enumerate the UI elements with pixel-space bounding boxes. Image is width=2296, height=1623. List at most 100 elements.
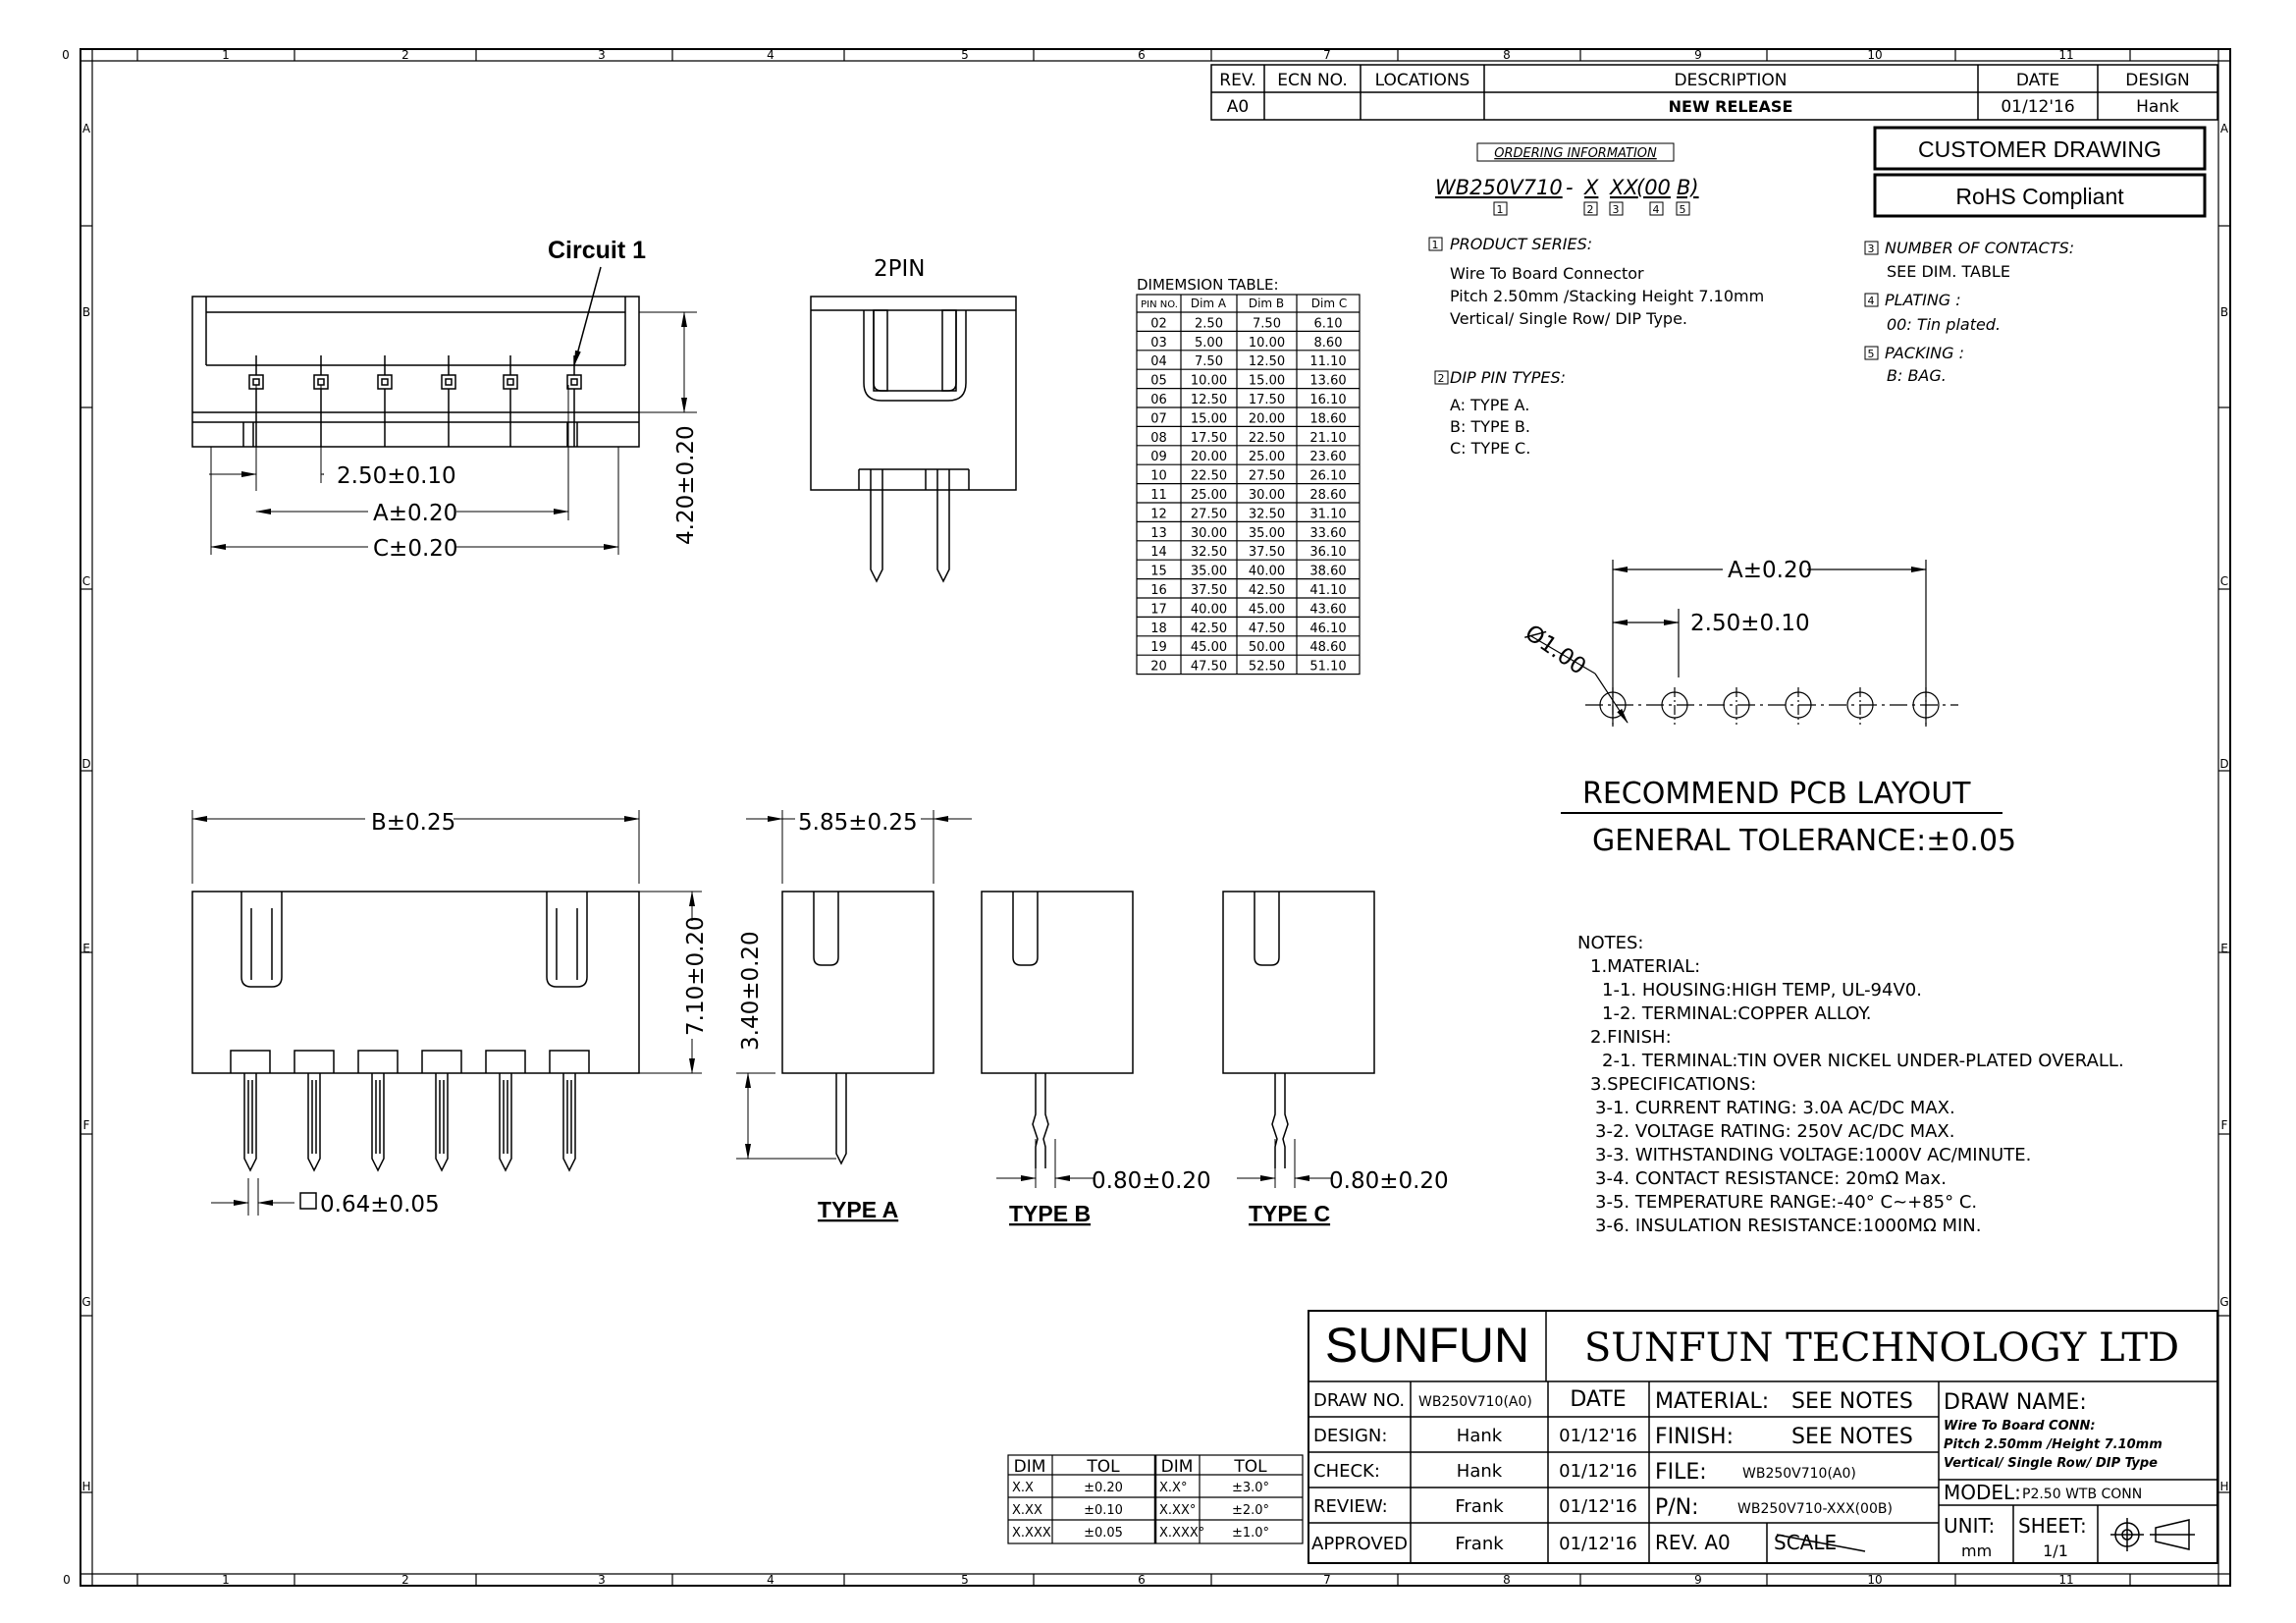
dimension-table-title: DIMEMSION TABLE: <box>1137 276 1279 294</box>
packing-line: B: BAG. <box>1887 366 1947 385</box>
dimension-table: DIMEMSION TABLE: PIN NO. Dim A Dim B Dim… <box>1136 276 1361 676</box>
top-view <box>191 296 640 448</box>
product-series-title: PRODUCT SERIES: <box>1450 235 1592 253</box>
file-value: WB250V710(A0) <box>1742 1466 1856 1482</box>
sheet-label: SHEET: <box>2018 1514 2087 1538</box>
draw-no-value: WB250V710(A0) <box>1418 1394 1532 1410</box>
grid-col-label-top: 11 <box>2058 48 2073 62</box>
note-line-11: 3-5. TEMPERATURE RANGE:-40° C~+85° C. <box>1595 1192 1977 1213</box>
note-line-6: 3.SPECIFICATIONS: <box>1590 1074 1756 1095</box>
locations-header: LOCATIONS <box>1375 71 1470 90</box>
note-line-10: 3-4. CONTACT RESISTANCE: 20mΩ Max. <box>1595 1168 1947 1189</box>
grid-col-label-bottom: 4 <box>767 1573 774 1587</box>
pin2-label: 2PIN <box>874 256 926 282</box>
grid-row-label-right: C <box>2220 574 2228 588</box>
grid-col-label-top: 0 <box>62 48 70 62</box>
design-date: 01/12'16 <box>1559 1426 1637 1446</box>
design-value: Hank <box>2136 97 2179 117</box>
check-label: CHECK: <box>1313 1461 1380 1482</box>
dimtable-cell: 08 <box>1150 431 1167 446</box>
dimtable-cell: 17.50 <box>1191 431 1227 446</box>
series-marker: 1 <box>1432 239 1439 251</box>
dimtable-cell: 10 <box>1150 469 1167 484</box>
projection-symbol-icon <box>2110 1518 2195 1551</box>
dimtable-cell: 23.60 <box>1309 450 1346 464</box>
draw-name-line-3: Vertical/ Single Row/ DIP Type <box>1944 1456 2158 1471</box>
grid-col-label-bottom: 2 <box>401 1573 409 1587</box>
grid-col-label-top: 9 <box>1694 48 1702 62</box>
dimtable-cell: 47.50 <box>1249 622 1285 636</box>
dimtable-cell: 35.00 <box>1249 526 1285 541</box>
dimtable-cell: 12.50 <box>1249 354 1285 369</box>
dimtable-cell: 21.10 <box>1309 431 1346 446</box>
grid-row-label-left: B <box>82 305 90 319</box>
dimtable-cell: 7.50 <box>1195 354 1223 369</box>
dimtable-cell: 27.50 <box>1191 507 1227 521</box>
dimtable-cell: 46.10 <box>1309 622 1346 636</box>
dimtable-cell: 38.60 <box>1309 565 1346 579</box>
dimtable-cell: 12.50 <box>1191 393 1227 407</box>
approved-date: 01/12'16 <box>1559 1534 1637 1554</box>
date-column-header: DATE <box>1570 1387 1626 1412</box>
note-line-4: 2.FINISH: <box>1590 1027 1672 1048</box>
contacts-line: SEE DIM. TABLE <box>1887 262 2010 281</box>
pcb-dim-a: A±0.20 <box>1728 558 1812 583</box>
grid-col-label-top: 7 <box>1323 48 1331 62</box>
check-date: 01/12'16 <box>1559 1461 1637 1482</box>
unit-label: UNIT: <box>1944 1514 1995 1538</box>
dimtable-cell: 6.10 <box>1314 316 1343 331</box>
dimtable-cell: 18 <box>1150 622 1167 636</box>
dimtable-cell: 47.50 <box>1191 660 1227 675</box>
contacts-title: NUMBER OF CONTACTS: <box>1885 239 2074 257</box>
grid-col-label-top: 10 <box>1867 48 1882 62</box>
dip-line-b: B: TYPE B. <box>1450 417 1530 436</box>
dimtable-cell: 12 <box>1150 507 1167 521</box>
grid-col-label-bottom: 8 <box>1503 1573 1511 1587</box>
customer-drawing-stamp: CUSTOMER DRAWING <box>1873 126 2207 171</box>
plating-marker: 4 <box>1868 295 1875 307</box>
grid-row-label-left: E <box>82 942 90 955</box>
note-line-2: 1-1. HOUSING:HIGH TEMP, UL-94V0. <box>1602 980 1922 1001</box>
note-line-3: 1-2. TERMINAL:COPPER ALLOY. <box>1602 1003 1871 1024</box>
dimtable-cell: 50.00 <box>1249 640 1285 655</box>
dimtable-cell: 43.60 <box>1309 602 1346 617</box>
draw-no-label: DRAW NO. <box>1313 1390 1405 1411</box>
dimtable-cell: 13 <box>1150 526 1167 541</box>
dip-line-a: A: TYPE A. <box>1450 396 1529 414</box>
ordering-dash: - <box>1566 176 1574 199</box>
dimtable-header-c: Dim C <box>1311 297 1347 310</box>
rohs-stamp: RoHS Compliant <box>1873 173 2207 218</box>
dimtable-cell: 13.60 <box>1309 374 1346 389</box>
circuit1-leader <box>573 266 602 366</box>
dimtable-cell: 11 <box>1150 488 1167 503</box>
scale-label: SCALE <box>1774 1531 1837 1554</box>
tolerance-cell: X.XX° <box>1159 1503 1196 1518</box>
grid-row-label-right: D <box>2219 757 2228 771</box>
dimtable-cell: 25.00 <box>1191 488 1227 503</box>
dim-420-label: 4.20±0.20 <box>673 425 699 545</box>
pcb-title: RECOMMEND PCB LAYOUT <box>1582 777 1971 811</box>
grid-col-label-top: 6 <box>1138 48 1146 62</box>
type-c-dimensions <box>1237 1139 1333 1188</box>
sheet-value: 1/1 <box>2043 1542 2068 1560</box>
notes: NOTES: 1.MATERIAL: 1-1. HOUSING:HIGH TEM… <box>1577 933 2124 1236</box>
design-label: DESIGN: <box>1313 1426 1387 1446</box>
date-header: DATE <box>2016 71 2059 90</box>
finish-value: SEE NOTES <box>1791 1425 1913 1449</box>
dimtable-cell: 11.10 <box>1309 354 1346 369</box>
unit-value: mm <box>1961 1542 1992 1560</box>
top-dim-labels: 2.50±0.10 A±0.20 C±0.20 4.20±0.20 <box>324 422 699 562</box>
dim-a-label: A±0.20 <box>373 501 457 526</box>
tol-header-dim2: DIM <box>1161 1457 1194 1477</box>
dimtable-cell: 52.50 <box>1249 660 1285 675</box>
tolerance-cell: ±1.0° <box>1232 1526 1269 1541</box>
note-line-12: 3-6. INSULATION RESISTANCE:1000MΩ MIN. <box>1595 1216 1982 1236</box>
type-a-dimensions <box>736 810 972 1160</box>
dimtable-cell: 33.60 <box>1309 526 1346 541</box>
design-header: DESIGN <box>2125 71 2190 90</box>
draw-name-line-2: Pitch 2.50mm /Height 7.10mm <box>1944 1437 2163 1452</box>
revision-table: REV. ECN NO. LOCATIONS DESCRIPTION DATE … <box>1210 64 2218 121</box>
packing-marker: 5 <box>1868 348 1875 360</box>
